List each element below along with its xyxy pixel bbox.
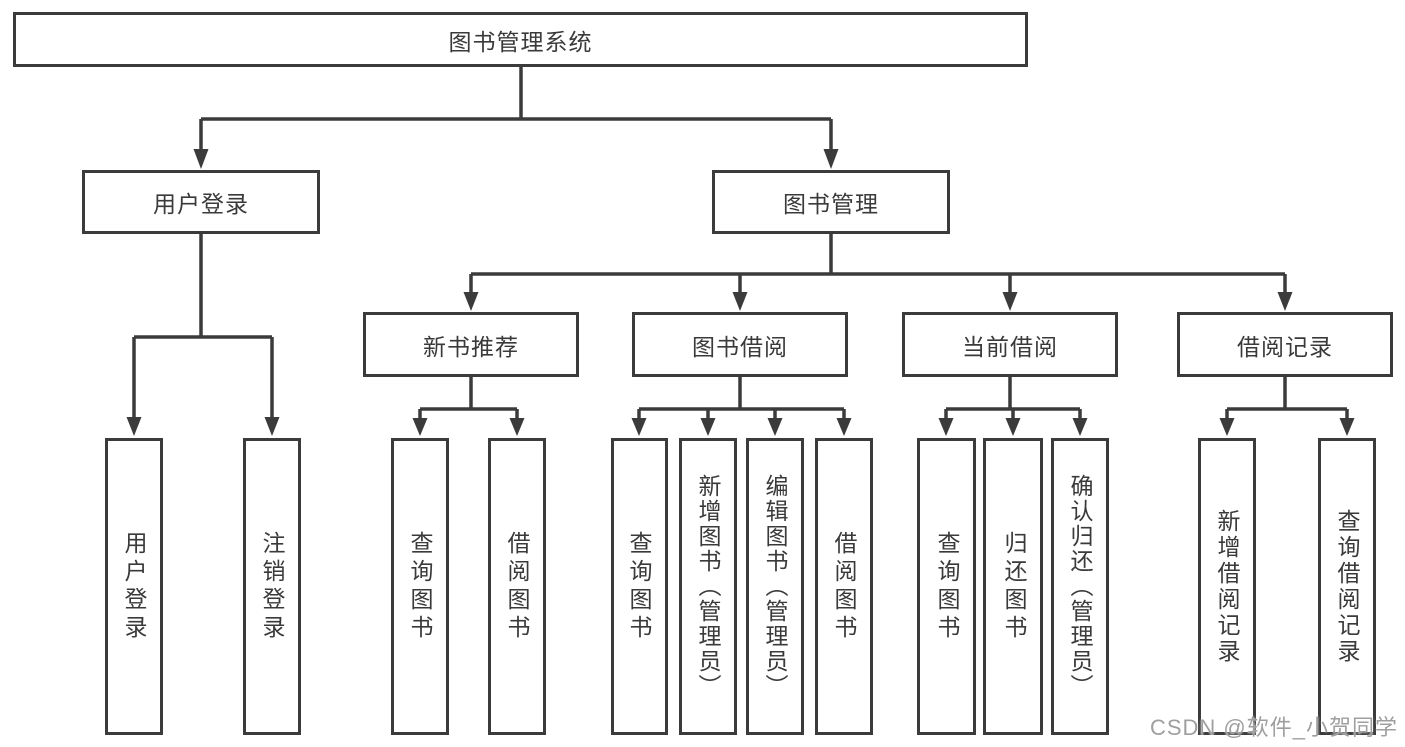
arrowhead [823,149,839,169]
leaf-borrow-books-2: 借阅图书 [815,438,873,735]
arrowhead [732,292,748,311]
leaf-logout-login: 注销登录 [243,438,301,735]
csdn-watermark: CSDN @软件_小贺同学 [1149,715,1398,740]
leaf-query-books-1: 查询图书 [391,438,449,735]
arrowhead [1072,418,1088,436]
arrowhead [412,418,428,436]
arrowhead [1277,292,1293,311]
arrowhead [938,418,954,436]
leaf-query-books-2: 查询图书 [611,438,668,735]
arrowhead [1339,418,1355,436]
node-book-borrow: 图书借阅 [632,312,848,377]
arrowhead [767,418,783,436]
node-new-book-recommend: 新书推荐 [363,312,579,377]
leaf-add-borrow-record: 新增借阅记录 [1198,438,1256,735]
arrowhead [631,418,647,436]
leaf-query-borrow-record: 查询借阅记录 [1318,438,1376,735]
arrowhead [193,149,209,169]
leaf-user-login: 用户登录 [105,438,163,735]
node-library-system: 图书管理系统 [13,12,1028,67]
arrowhead [509,418,525,436]
leaf-confirm-return-admin: 确认归还（管理员） [1051,438,1109,735]
leaf-edit-book-admin: 编辑图书（管理员） [746,438,804,735]
arrowhead [463,292,479,311]
arrowhead [836,418,852,436]
leaf-borrow-books-1: 借阅图书 [488,438,546,735]
arrowhead [700,418,716,436]
arrowhead [126,417,142,436]
leaf-return-book: 归还图书 [983,438,1043,735]
node-borrow-records: 借阅记录 [1177,312,1393,377]
node-current-borrow: 当前借阅 [902,312,1118,377]
arrowhead [1219,418,1235,436]
arrowhead [1005,418,1021,436]
node-user-login: 用户登录 [82,170,320,234]
leaf-add-book-admin: 新增图书（管理员） [679,438,737,735]
arrowhead [1002,292,1018,311]
arrowhead [264,417,280,436]
node-book-management: 图书管理 [712,170,950,234]
leaf-query-books-3: 查询图书 [917,438,976,735]
